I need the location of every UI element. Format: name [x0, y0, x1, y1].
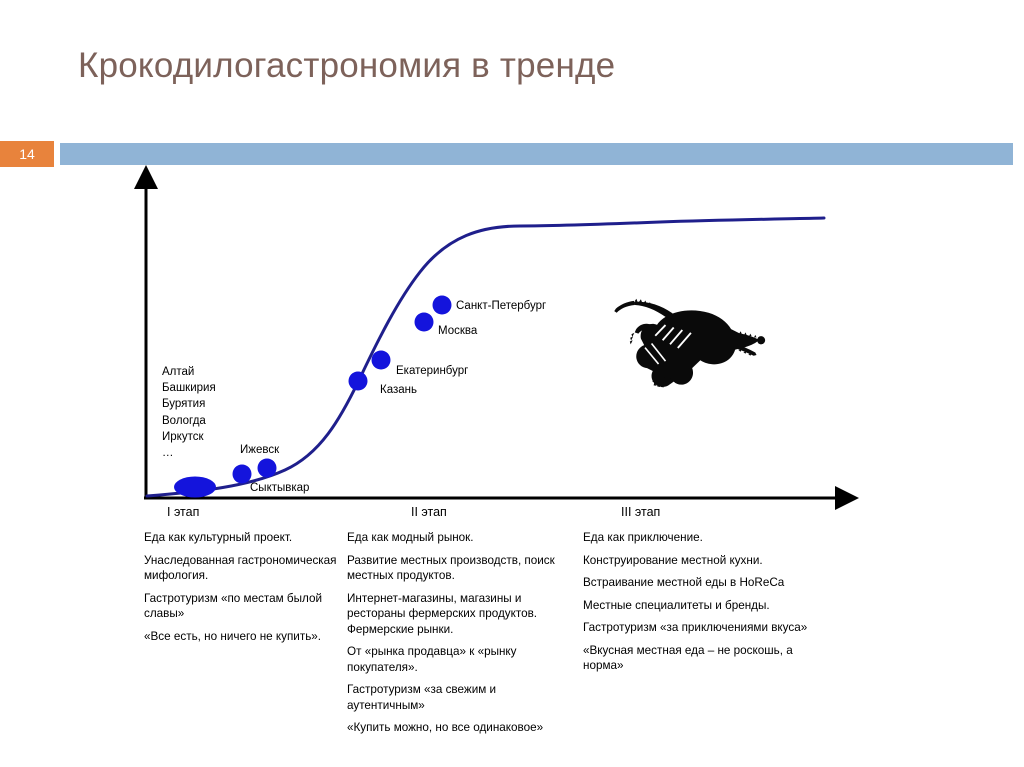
- region-item: …: [162, 447, 174, 460]
- marker-label-ekaterinburg: Екатеринбург: [396, 365, 469, 377]
- marker-regions-cluster: [174, 476, 216, 498]
- stage-2-item: Интернет-магазины, магазины и рестораны …: [347, 591, 538, 636]
- stage-3-item: «Вкусная местная еда – не роскошь, а нор…: [583, 643, 793, 673]
- region-item: Иркутск: [162, 430, 204, 443]
- stage-2-item: Гастротуризм «за свежим и аутентичным»: [347, 683, 497, 712]
- region-list: Алтай Башкирия Бурятия Вологда Иркутск …: [162, 364, 216, 461]
- marker-label-syktyvkar: Сыктывкар: [250, 482, 310, 494]
- stage-3-item: Гастротуризм «за приключениями вкуса»: [583, 621, 808, 634]
- stage-1-item: «Все есть, но ничего не купить».: [144, 629, 322, 643]
- stage-3-text-column: Еда как приключение. Конструирование мес…: [583, 530, 823, 681]
- marker-label-izhevsk: Ижевск: [240, 444, 280, 456]
- region-item: Алтай: [162, 366, 195, 378]
- stage-2-item: «Купить можно, но все одинаковое»: [347, 721, 544, 734]
- marker-spb: [432, 295, 452, 315]
- marker-izhevsk: [257, 458, 277, 478]
- crocodile-icon: [614, 298, 766, 388]
- slide-number-badge: 14: [0, 141, 54, 167]
- stage-2-item: Развитие местных производств, поиск мест…: [347, 553, 555, 583]
- stage-3-item: Еда как приключение.: [583, 531, 703, 544]
- stage-label-3: III этап: [621, 505, 661, 519]
- stage-2-item: От «рынка продавца» к «рынку покупателя»…: [347, 645, 517, 674]
- stage-2-item: Еда как модный рынок.: [347, 531, 474, 544]
- marker-label-spb: Санкт-Петербург: [456, 300, 547, 312]
- trend-curve: [145, 216, 826, 498]
- region-item: Бурятия: [162, 398, 206, 411]
- stage-1-item: Гастротуризм «по местам былой славы»: [144, 591, 323, 621]
- marker-ekaterinburg: [371, 350, 391, 370]
- stage-3-item: Встраивание местной еды в HoReCa: [583, 576, 785, 589]
- marker-label-kazan: Казань: [380, 384, 417, 396]
- marker-label-moscow: Москва: [438, 325, 478, 337]
- stage-1-item: Еда как культурный проект.: [144, 531, 293, 544]
- marker-kazan: [348, 371, 368, 391]
- stage-3-item: Конструирование местной кухни.: [583, 553, 763, 567]
- stage-1-text-column: Еда как культурный проект. Унаследованна…: [144, 530, 340, 651]
- region-item: Башкирия: [162, 382, 216, 395]
- stage-3-item: Местные специалитеты и бренды.: [583, 598, 770, 612]
- stage-2-text-column: Еда как модный рынок. Развитие местных п…: [347, 530, 569, 743]
- marker-moscow: [414, 312, 434, 332]
- region-item: Вологда: [162, 414, 206, 427]
- header-divider-bar: [60, 143, 1013, 165]
- stage-label-1: I этап: [167, 505, 200, 519]
- marker-syktyvkar: [232, 464, 252, 484]
- stage-1-item: Унаследованная гастрономическая мифологи…: [144, 553, 337, 583]
- slide-number-label: 14: [19, 146, 35, 162]
- stage-label-2: II этап: [411, 505, 447, 519]
- page-title: Крокодилогастрономия в тренде: [78, 46, 616, 85]
